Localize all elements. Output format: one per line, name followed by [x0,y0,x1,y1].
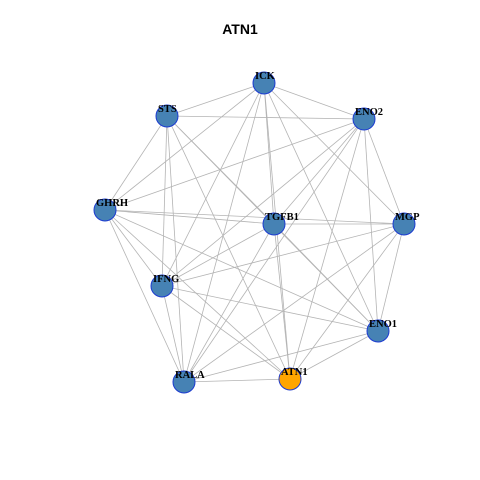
node-ick [252,71,276,95]
edge-sts-eno2 [166,115,365,120]
edge-mgp-eno1 [377,223,405,332]
edge-eno2-ghrh [104,118,365,211]
edge-eno1-atn1 [289,330,379,380]
node-atn1 [278,367,302,391]
edge-ick-eno1 [263,82,379,332]
edge-ghrh-rala [104,209,185,383]
edge-ick-eno2 [263,82,365,120]
node-label-eno1: ENO1 [369,319,397,330]
edge-ifng-rala [161,285,185,383]
node-label-ifng: IFNG [153,274,179,285]
edge-eno2-eno1 [363,118,379,332]
edge-ghrh-atn1 [104,209,291,380]
edge-ick-rala [183,82,265,383]
edge-mgp-atn1 [289,223,405,380]
node-mgp [392,212,416,236]
edge-ifng-eno1 [161,285,379,332]
edges-layer [104,82,405,383]
edge-ick-ghrh [104,82,265,211]
edge-eno2-tgfb1 [273,118,365,225]
node-label-ghrh: GHRH [96,198,128,209]
node-label-sts: STS [158,104,177,115]
node-label-tgfb1: TGFB1 [265,212,299,223]
edge-tgfb1-rala [183,223,275,383]
node-tgfb1 [262,212,286,236]
node-eno1 [366,319,390,343]
edge-mgp-ifng [161,223,405,287]
node-label-eno2: ENO2 [355,107,383,118]
edge-ghrh-eno1 [104,209,379,332]
node-eno2 [352,107,376,131]
node-ghrh [93,198,117,222]
node-sts [155,104,179,128]
edge-ghrh-mgp [104,209,405,225]
edge-rala-atn1 [183,378,291,383]
edge-eno2-mgp [363,118,405,225]
edge-tgfb1-atn1 [273,223,291,380]
chart-title: ATN1 [222,21,258,37]
edge-tgfb1-ifng [161,223,275,287]
edge-mgp-rala [183,223,405,383]
node-ifng [150,274,174,298]
edge-sts-rala [166,115,185,383]
edge-ghrh-ifng [104,209,163,287]
edge-eno2-ifng [161,118,365,287]
edge-tgfb1-eno1 [273,223,379,332]
node-label-ick: ICK [255,71,276,82]
edge-ick-sts [166,82,265,117]
edge-ghrh-tgfb1 [104,209,275,225]
edge-sts-atn1 [166,115,291,380]
edge-eno2-rala [183,118,365,383]
node-label-mgp: MGP [395,212,420,223]
node-label-atn1: ATN1 [281,367,308,378]
edge-eno1-rala [183,330,379,383]
edge-eno2-atn1 [289,118,365,380]
node-rala [172,370,196,394]
edge-sts-ifng [161,115,168,287]
node-label-rala: RALA [175,370,205,381]
nodes-layer [93,71,416,394]
edge-sts-ghrh [104,115,168,211]
edge-ifng-atn1 [161,285,291,380]
